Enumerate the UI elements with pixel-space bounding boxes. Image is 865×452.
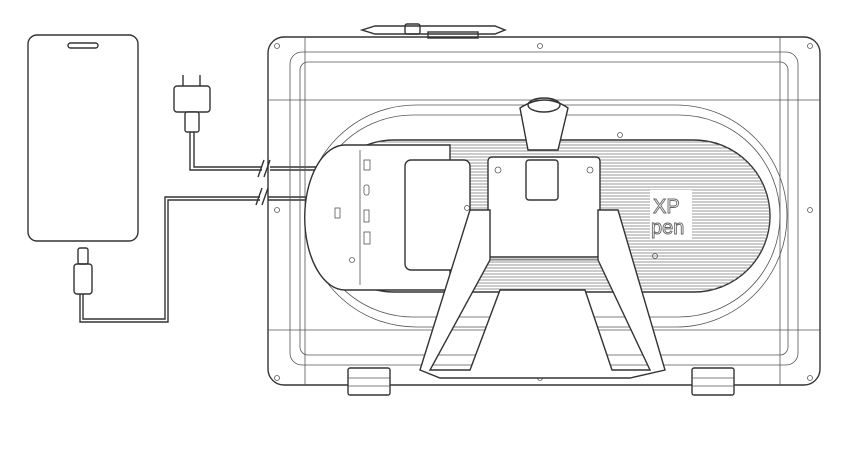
svg-text:pen: pen xyxy=(651,217,684,239)
phone-illustration xyxy=(27,34,139,242)
svg-text:XP: XP xyxy=(653,196,680,218)
pen-display-tablet-back: XP pen xyxy=(267,36,821,386)
tablet-feet xyxy=(347,367,735,396)
xppen-logo: XP pen xyxy=(650,190,692,240)
tablet-stand xyxy=(419,97,666,379)
stylus-pen xyxy=(359,23,507,39)
